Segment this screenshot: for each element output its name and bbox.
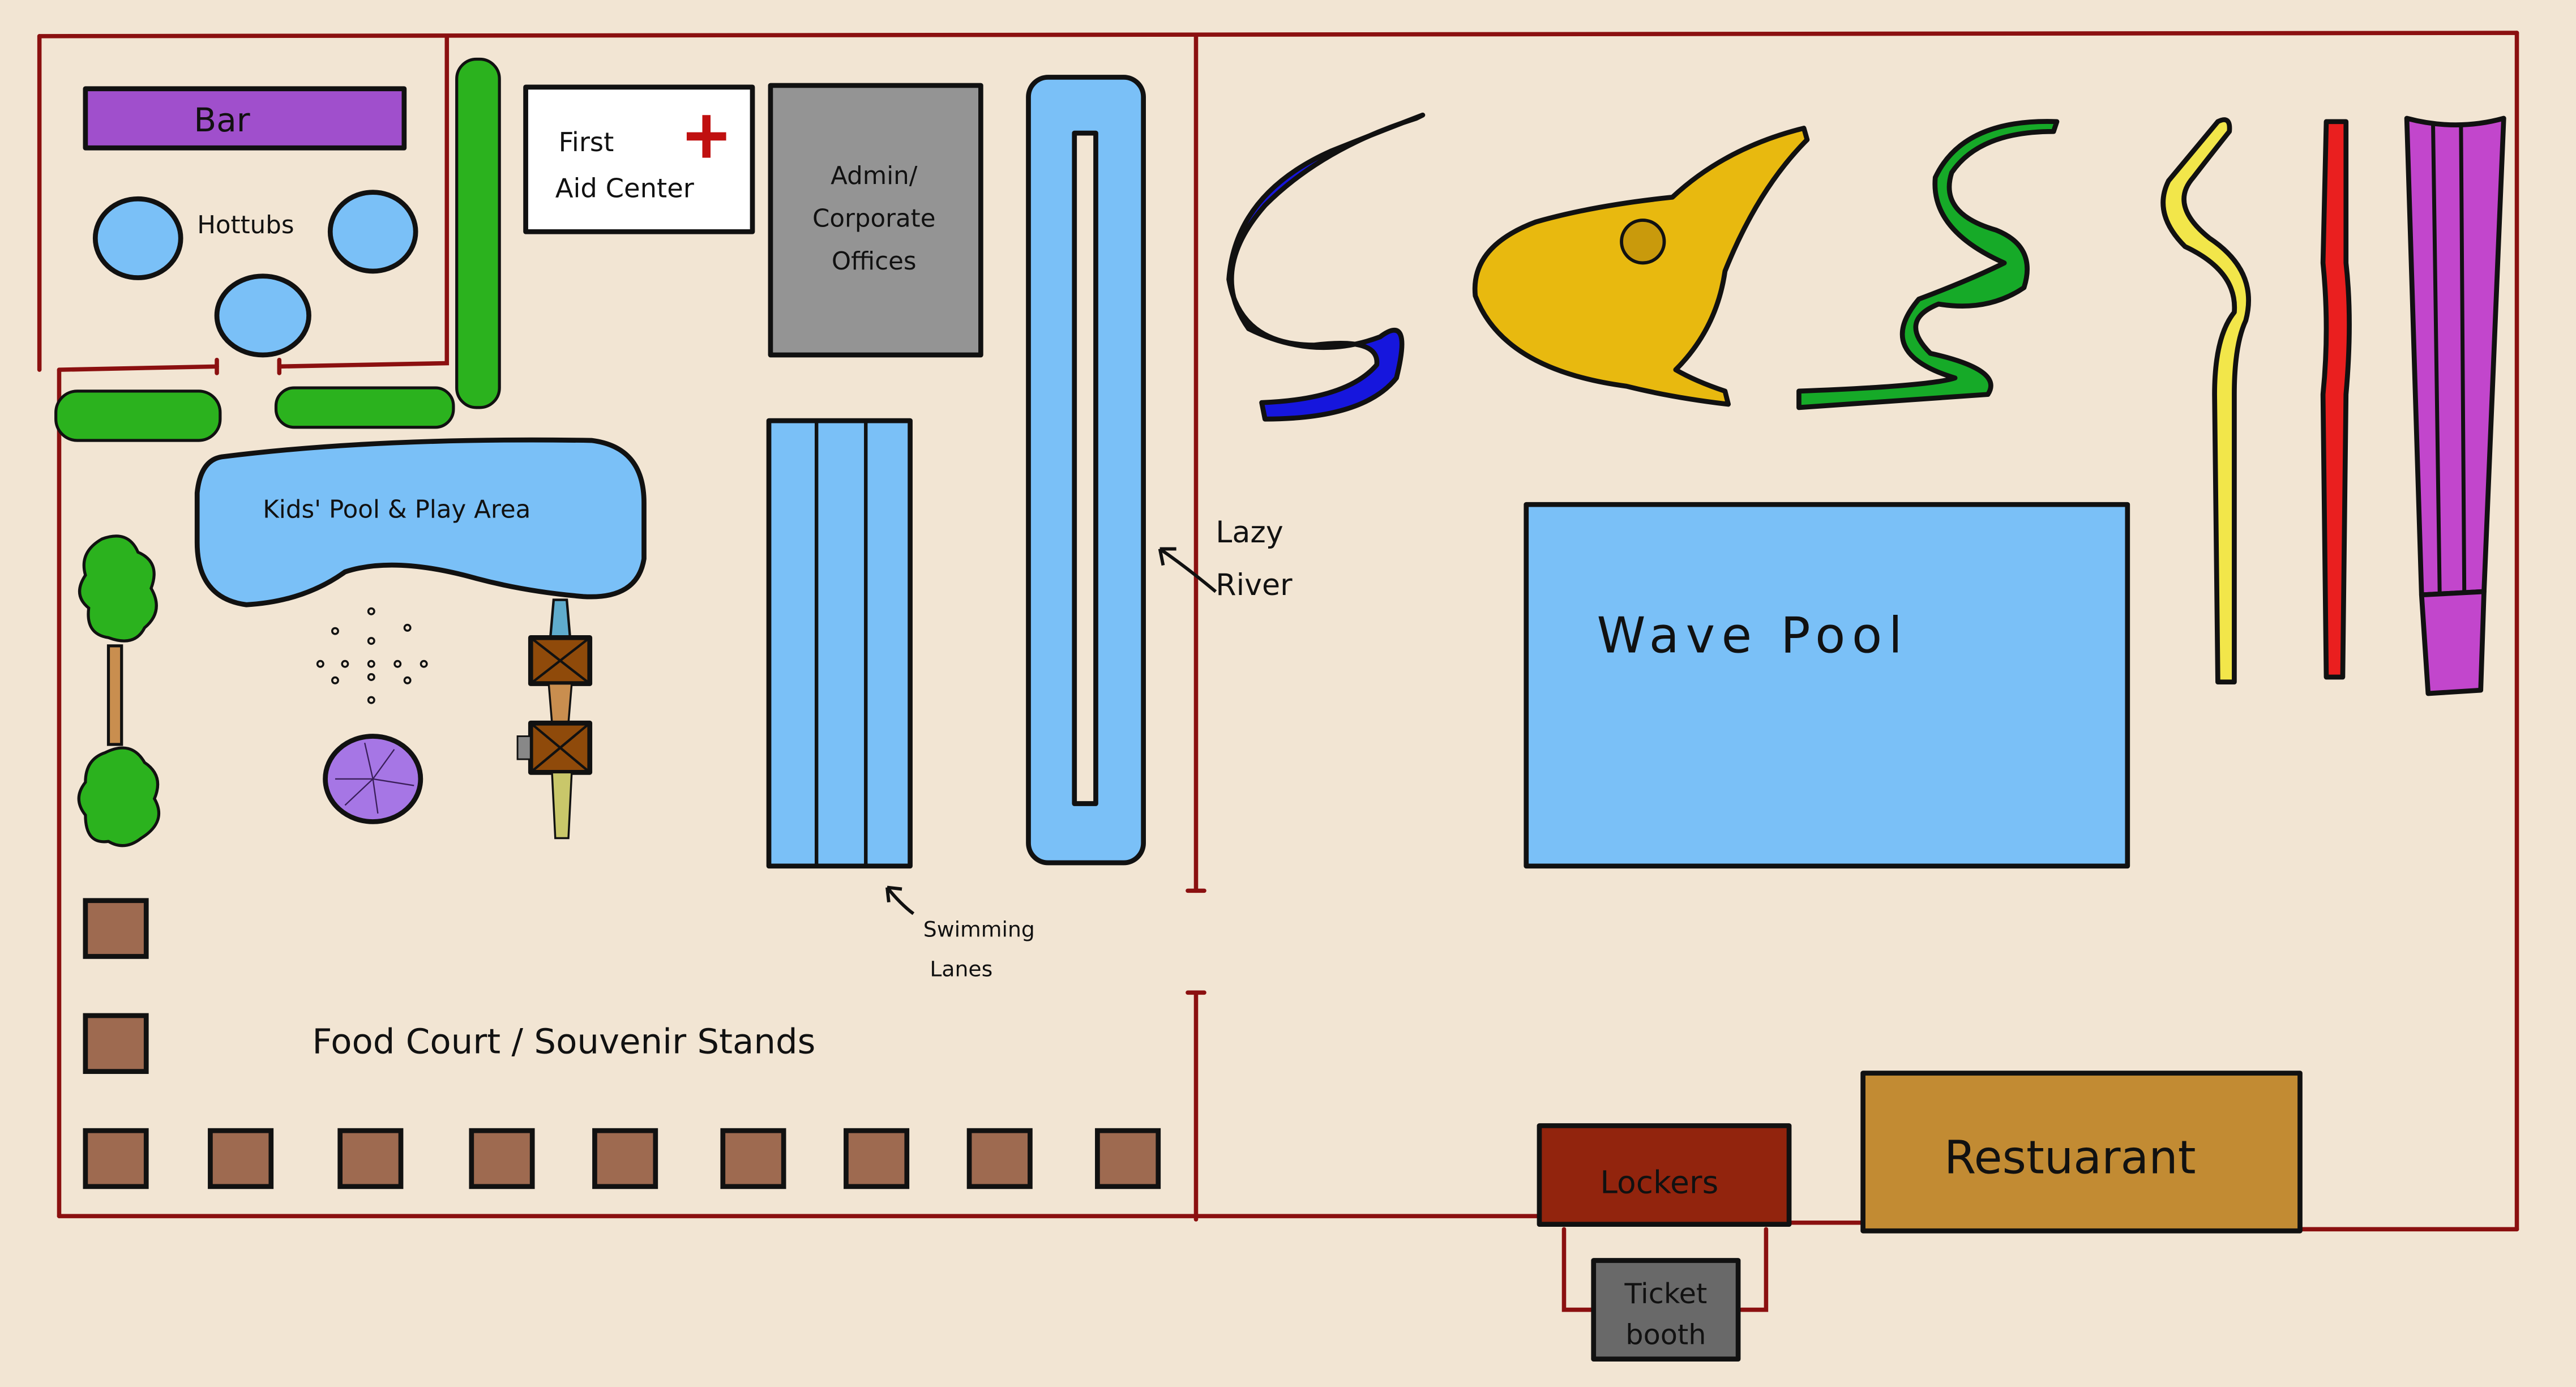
admin-label-2: Corporate xyxy=(812,205,936,233)
slide-blue xyxy=(1226,112,1426,422)
umbrella-ribs xyxy=(335,742,414,814)
admin-label-1: Admin/ xyxy=(831,162,918,190)
slide-bowl-entry xyxy=(1620,219,1666,265)
first-aid-building xyxy=(523,84,755,234)
bar-label: Bar xyxy=(194,101,250,139)
park-walls xyxy=(37,31,2519,1312)
wave-pool-label: Wave Pool xyxy=(1597,606,1909,664)
ticket-booth-label-2: booth xyxy=(1625,1318,1706,1351)
lazy-river[interactable]: Lazy River xyxy=(1026,75,1293,866)
hedges xyxy=(54,57,501,847)
tree-upper xyxy=(78,534,158,643)
slide-red xyxy=(2320,119,2352,680)
food-stall xyxy=(844,1128,910,1189)
food-stall xyxy=(83,898,149,959)
tree-lower xyxy=(77,746,161,847)
wall-hottub-right xyxy=(277,34,450,369)
lazy-river-label-2: River xyxy=(1216,568,1293,602)
lockers-label: Lockers xyxy=(1600,1165,1718,1201)
swimming-lanes-label-1: Swimming xyxy=(923,917,1035,942)
ticket-booth-label-1: Ticket xyxy=(1624,1277,1707,1310)
admin-building xyxy=(768,83,983,358)
wave-pool-water xyxy=(1524,502,2130,869)
restaurant[interactable]: Restuarant xyxy=(1860,1071,2303,1234)
lockers-building xyxy=(1537,1123,1792,1227)
lockers[interactable]: Lockers xyxy=(1537,1123,1792,1227)
lazy-river-island xyxy=(1072,130,1098,806)
first-aid-label-1: First xyxy=(559,127,614,157)
kids-pool-label: Kids' Pool & Play Area xyxy=(263,495,530,524)
first-aid-cross-icon xyxy=(686,115,726,158)
hottub-2 xyxy=(327,190,418,274)
swimming-lanes-label-2: Lanes xyxy=(930,956,992,981)
food-stall xyxy=(469,1128,535,1189)
food-stall xyxy=(208,1128,274,1189)
play-structure xyxy=(516,598,593,840)
food-stall xyxy=(83,1128,149,1189)
slide-purple xyxy=(2404,115,2506,598)
hedge-right xyxy=(274,386,455,429)
hottub-3 xyxy=(214,273,311,358)
first-aid-center[interactable]: First Aid Center xyxy=(523,84,755,234)
restaurant-label: Restuarant xyxy=(1944,1132,2196,1185)
hottubs-label: Hottubs xyxy=(197,211,294,239)
kids-pool-play-area[interactable]: Kids' Pool & Play Area xyxy=(194,437,647,840)
swimming-lanes[interactable]: Swimming Lanes xyxy=(766,418,1035,981)
swimming-lanes-arrow-icon xyxy=(885,885,915,915)
wall-hottub-bottom-left xyxy=(57,364,219,372)
slide-green xyxy=(1796,119,2060,410)
slide-purple-lane-2 xyxy=(2459,125,2467,592)
hottub-1 xyxy=(92,196,183,280)
first-aid-label-2: Aid Center xyxy=(555,173,695,203)
wall-gate-posts xyxy=(215,357,282,375)
wall-ticket-entrance xyxy=(1561,1227,1769,1312)
admin-offices[interactable]: Admin/ Corporate Offices xyxy=(768,83,983,358)
food-stalls xyxy=(83,898,1161,1189)
food-stall xyxy=(337,1128,404,1189)
swimming-lanes-pool xyxy=(766,418,913,869)
lazy-river-arrow-icon xyxy=(1158,547,1217,593)
slide-yellow xyxy=(2160,117,2251,685)
bar-counter xyxy=(83,86,407,151)
slide-purple-lane-1 xyxy=(2431,125,2442,592)
water-slides[interactable] xyxy=(1226,112,2506,696)
wave-pool[interactable]: Wave Pool xyxy=(1524,502,2130,869)
food-stall xyxy=(592,1128,658,1189)
wall-top xyxy=(37,31,2519,38)
restaurant-building xyxy=(1860,1071,2303,1234)
hottubs[interactable]: Hottubs xyxy=(92,190,418,358)
ticket-booth[interactable]: Ticket booth xyxy=(1591,1258,1741,1362)
kids-pool xyxy=(194,437,647,607)
bench xyxy=(106,644,123,746)
ticket-booth-building xyxy=(1591,1258,1741,1362)
food-stall xyxy=(720,1128,786,1189)
food-stall xyxy=(966,1128,1033,1189)
lazy-river-label-1: Lazy xyxy=(1216,516,1283,550)
food-court-label: Food Court / Souvenir Stands xyxy=(312,1022,815,1062)
slide-bowl xyxy=(1472,126,1810,407)
admin-label-3: Offices xyxy=(832,247,917,276)
hedge-vertical xyxy=(455,57,501,409)
splash-pad-jets xyxy=(316,607,428,704)
hedge-left xyxy=(54,389,222,442)
slide-purple-exit xyxy=(2419,589,2487,696)
bar[interactable]: Bar xyxy=(83,86,407,151)
food-stall xyxy=(83,1013,149,1075)
food-stall xyxy=(1095,1128,1161,1189)
